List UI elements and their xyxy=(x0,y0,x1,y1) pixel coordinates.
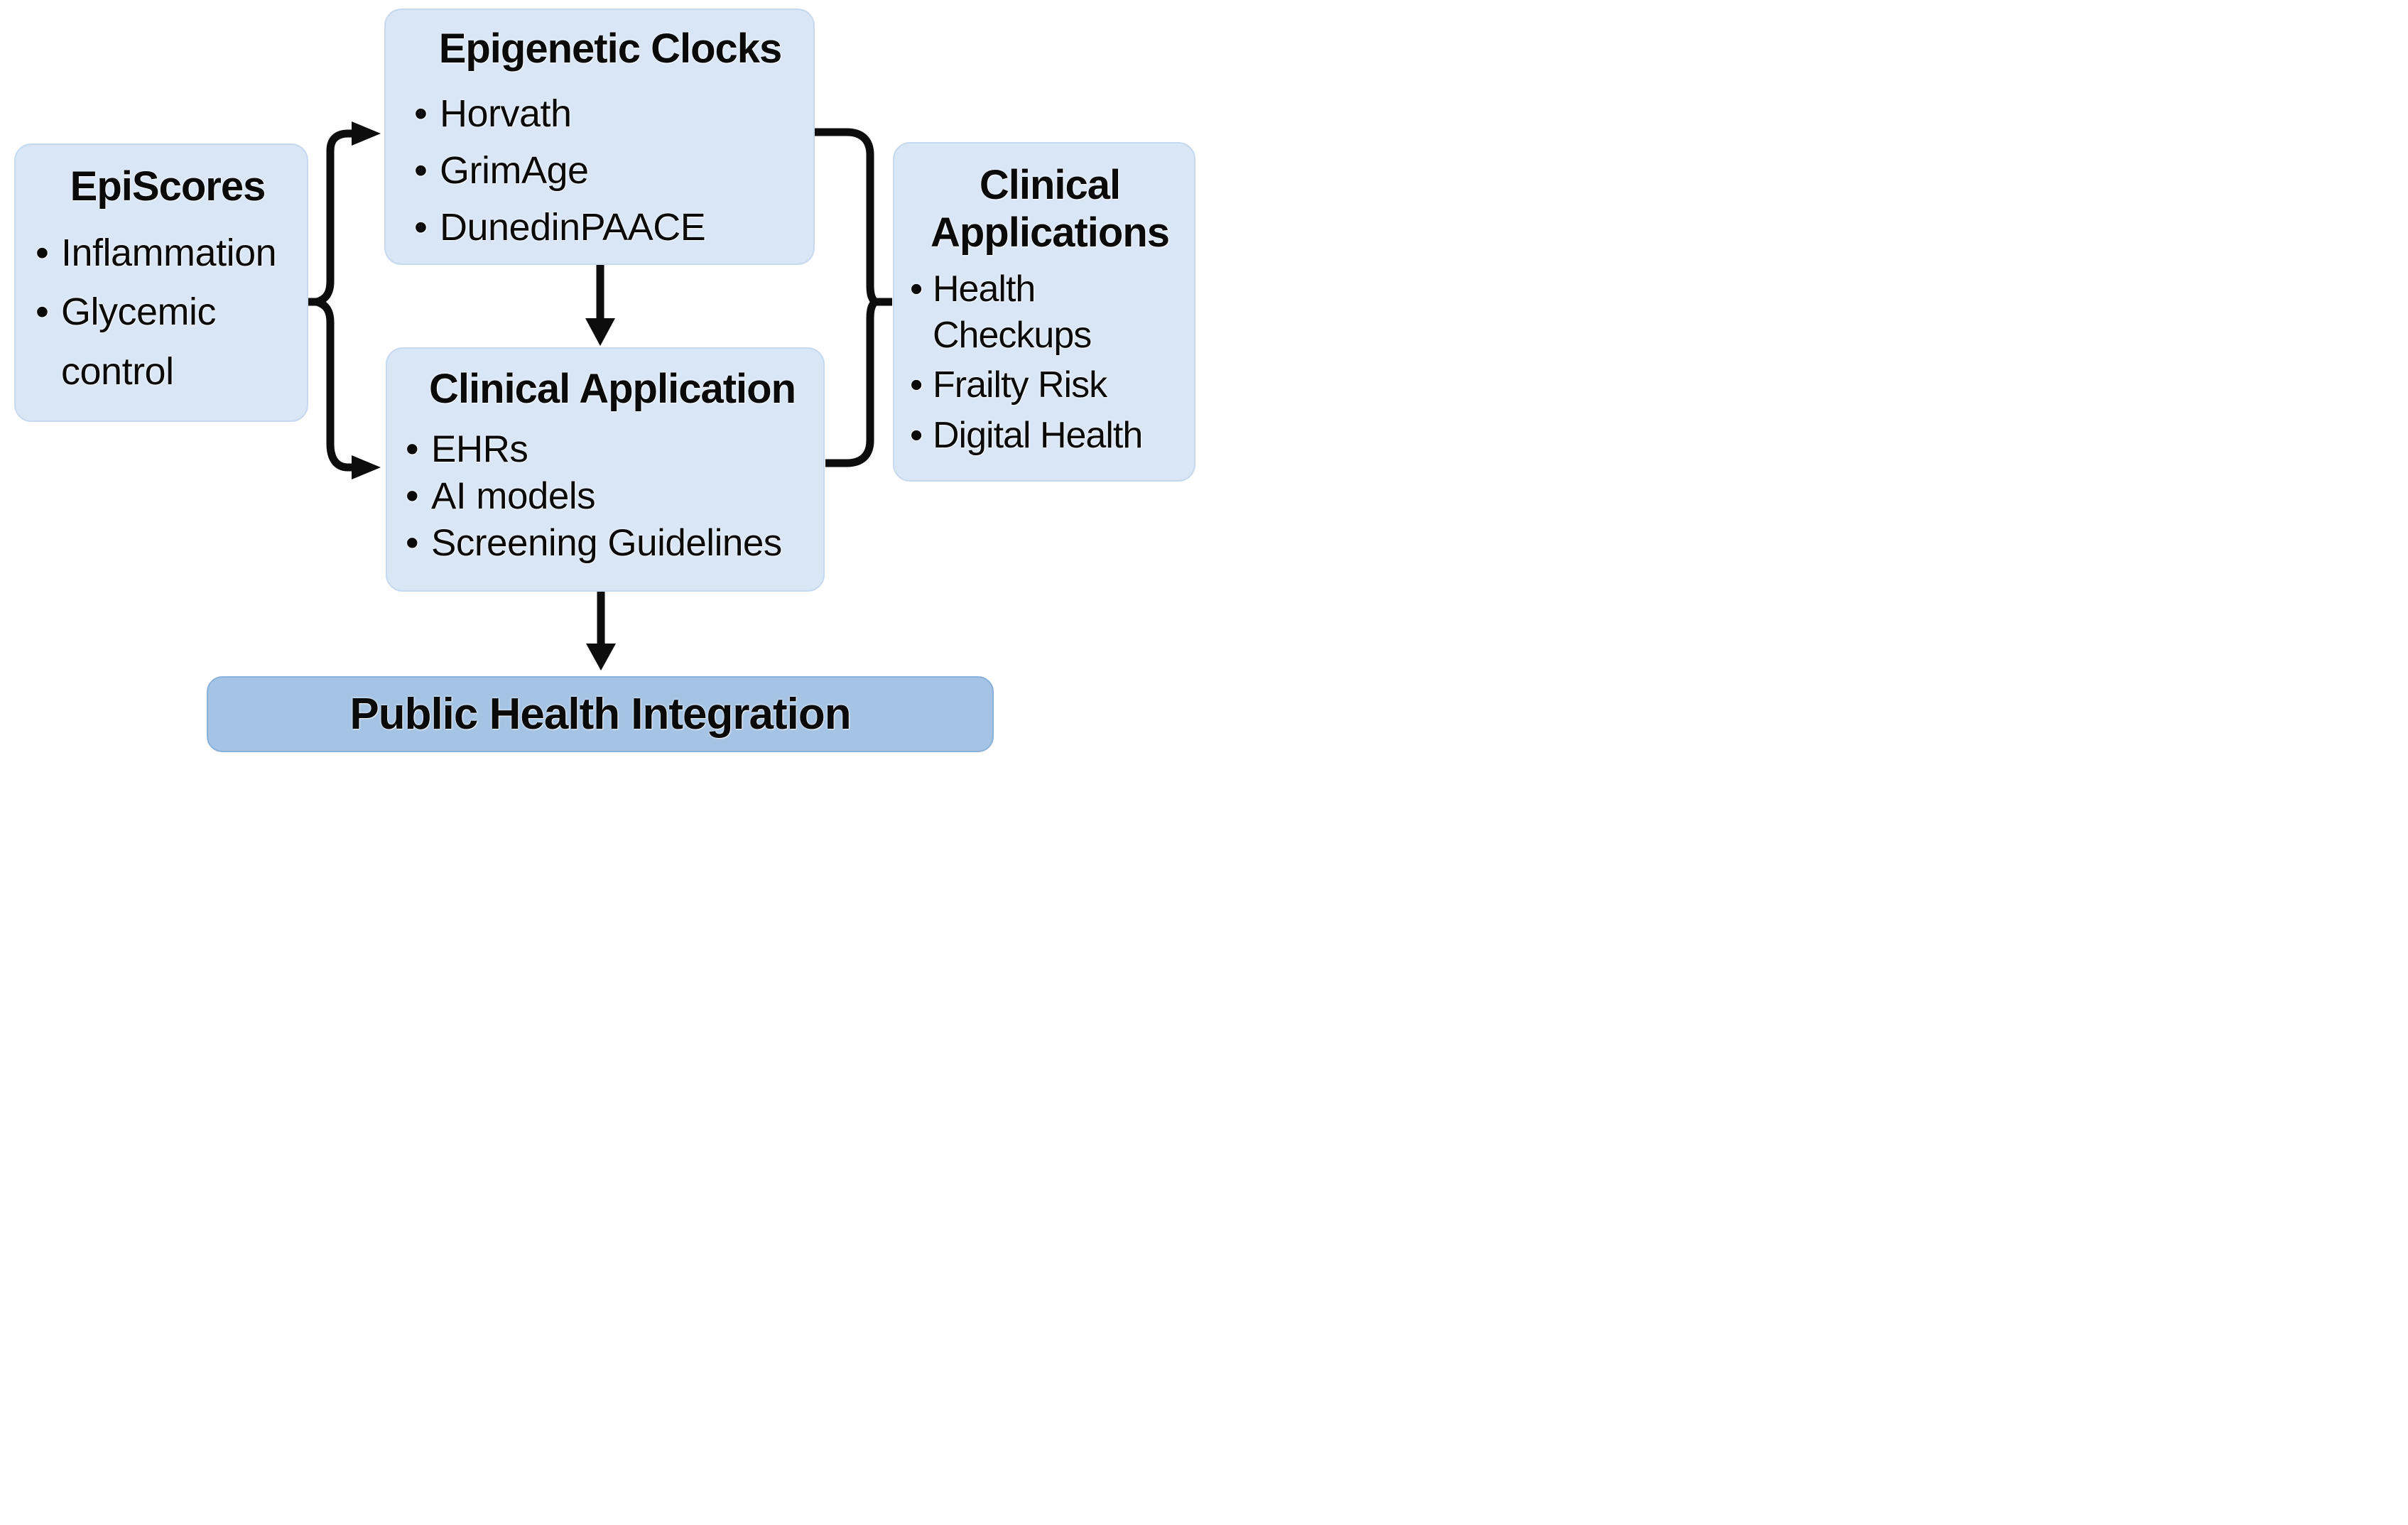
bullet-dot-icon: • xyxy=(414,92,428,135)
bullet-text: Digital Health xyxy=(933,414,1143,456)
bullet-dot-icon: • xyxy=(406,428,419,470)
bullet-item: • DunedinPAACE xyxy=(414,200,806,256)
bullet-item: • Screening Guidelines xyxy=(406,520,819,567)
episcores-to-clocks-line xyxy=(315,129,354,306)
clinical-applications-box: Clinical Applications •Health Checkups•F… xyxy=(893,142,1195,482)
bullet-dot-icon: • xyxy=(406,474,419,517)
connector-layer xyxy=(308,121,892,671)
bullet-text: AI models xyxy=(431,474,596,517)
bullet-text: Inflammation xyxy=(61,231,277,274)
bullet-item: • Inflammation xyxy=(36,224,300,283)
episcores-title: EpiScores xyxy=(70,163,266,210)
clinical-app-to-phi-arrowhead xyxy=(586,644,616,671)
bullet-dot-icon: • xyxy=(910,414,923,456)
public-health-integration-title: Public Health Integration xyxy=(349,689,851,739)
clinical-applications-bullet-list: •Health Checkups•Frailty Risk•Digital He… xyxy=(910,266,1190,458)
bullet-dot-icon: • xyxy=(414,148,428,192)
clocks-to-clinical-app-arrowhead xyxy=(585,318,615,346)
clinical-application-box: Clinical Application • EHRs • AI models • Scr… xyxy=(386,347,825,592)
clinical-app-to-merge-line xyxy=(825,298,878,467)
bullet-dot-icon: • xyxy=(414,205,428,249)
bullet-text: Screening Guidelines xyxy=(431,522,782,565)
bullet-dot-icon: • xyxy=(36,291,49,334)
bullet-dot-icon: • xyxy=(36,231,49,274)
bullet-text: DunedinPAACE xyxy=(440,205,706,249)
bullet-item: • AI models xyxy=(406,473,819,520)
epigenetic-clocks-bullet-list: • Horvath • GrimAge • DunedinPAACE xyxy=(414,86,806,256)
arrowhead-into-clinical-app xyxy=(352,455,381,479)
bullet-item: •Frailty Risk xyxy=(910,362,1190,408)
diagram-canvas: EpiScores • Inflammation • Glycemic control… xyxy=(0,0,1204,763)
bullet-item: • Glycemic control xyxy=(36,283,300,401)
bullet-item: • EHRs xyxy=(406,426,819,473)
bullet-text: GrimAge xyxy=(440,148,589,192)
bullet-text: Frailty Risk xyxy=(933,364,1107,406)
bullet-dot-icon: • xyxy=(406,522,419,565)
clinical-application-title: Clinical Application xyxy=(428,366,796,412)
bullet-item: •Health Checkups xyxy=(910,266,1190,358)
bullet-dot-icon: • xyxy=(910,364,923,406)
bullet-text: EHRs xyxy=(431,428,528,470)
bullet-dot-icon: • xyxy=(910,268,923,310)
public-health-integration-box: Public Health Integration xyxy=(207,676,994,752)
bullet-item: • Horvath xyxy=(414,86,806,143)
epigenetic-clocks-box: Epigenetic Clocks • Horvath • GrimAge • Duned… xyxy=(384,9,815,265)
clinical-application-bullet-list: • EHRs • AI models • Screening Guidelines xyxy=(406,426,819,568)
episcores-to-clinical-app-line xyxy=(315,298,354,472)
bullet-text: Health Checkups xyxy=(933,268,1092,356)
clocks-to-merge-line xyxy=(814,128,878,305)
bullet-text: Glycemic control xyxy=(61,291,217,394)
episcores-box: EpiScores • Inflammation • Glycemic control xyxy=(14,143,308,422)
epigenetic-clocks-title: Epigenetic Clocks xyxy=(438,26,783,72)
episcores-bullet-list: • Inflammation • Glycemic control xyxy=(36,224,300,402)
bullet-item: • GrimAge xyxy=(414,143,806,200)
arrowhead-into-clocks xyxy=(352,121,381,146)
bullet-item: •Digital Health xyxy=(910,413,1190,458)
clinical-applications-title: Clinical Applications xyxy=(930,162,1170,256)
bullet-text: Horvath xyxy=(440,92,572,135)
